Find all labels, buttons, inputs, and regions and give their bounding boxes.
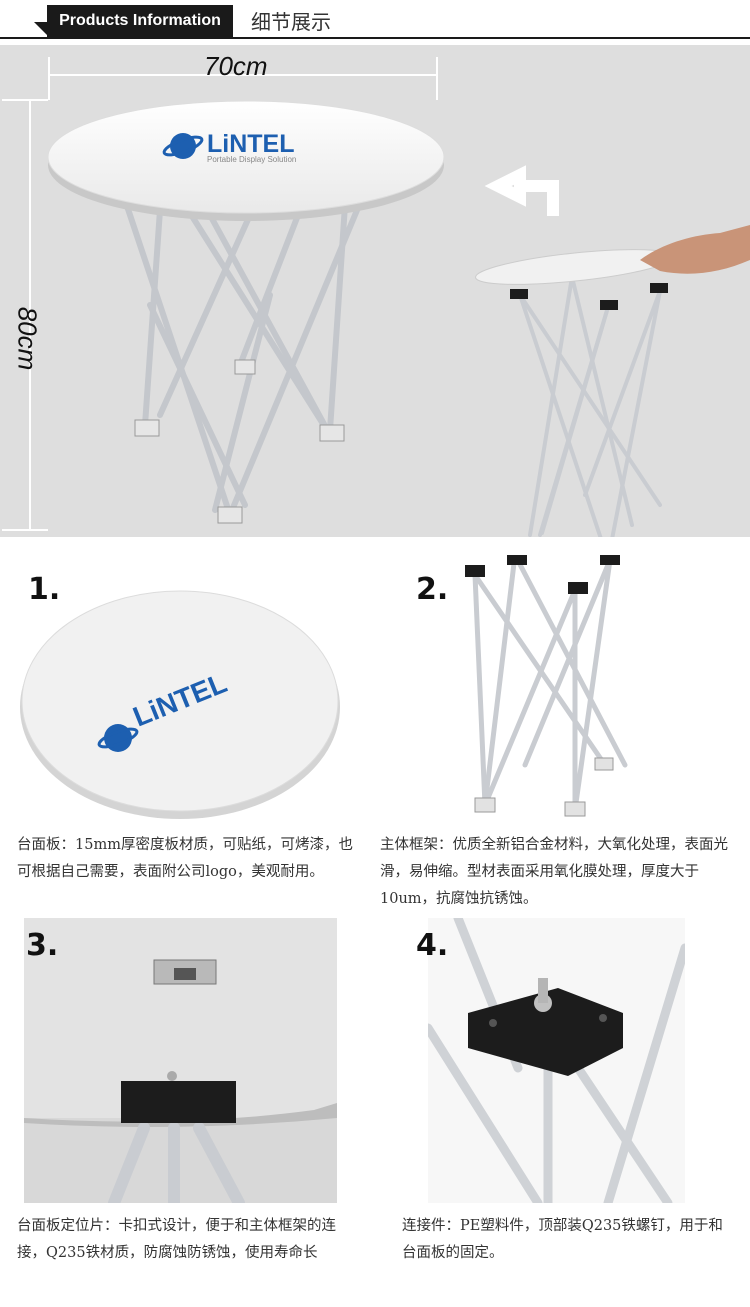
feature-number: 1. — [28, 572, 61, 607]
hands-illustration — [640, 225, 750, 274]
positioning-plate-photo — [24, 918, 337, 1203]
feature-number: 3. — [26, 928, 59, 963]
connector-photo — [428, 918, 685, 1203]
width-dimension-label: 70cm — [204, 51, 268, 81]
feature-description: 台面板：15mm厚密度板材质，可贴纸，可烤漆，也可根据自己需要，表面附公司log… — [17, 837, 353, 880]
frame-connector-caps — [465, 555, 620, 594]
metal-plate-icon — [153, 959, 217, 985]
hero-brand-tagline: Portable Display Solution — [207, 155, 296, 164]
header-tab-label: Products Information — [59, 12, 221, 29]
header-subtitle: 细节展示 — [251, 10, 331, 34]
height-dimension-label: 80cm — [12, 306, 43, 371]
feature-description: 主体框架：优质全新铝合金材料，大氧化处理，表面光滑，易伸缩。型材表面采用氧化膜处… — [380, 837, 728, 907]
pe-connector-block — [468, 978, 623, 1076]
feature-positioning-plate: 3. 台面板定位片：卡扣式设计，便于和主体框架的连接，Q235铁材质，防腐蚀防锈… — [0, 918, 375, 1307]
hero-illustration: LiNTEL Portable Display Solution — [2, 57, 750, 537]
hero-brand-name: LiNTEL — [207, 130, 295, 158]
table-frame — [122, 197, 363, 518]
table-feet — [134, 359, 345, 524]
table-top-photo: LiNTEL — [10, 575, 355, 820]
width-dimension-line — [48, 57, 438, 100]
small-frame-connectors — [510, 283, 668, 310]
folding-frame-small — [518, 275, 662, 537]
connector-block — [121, 1081, 236, 1123]
feature-description: 连接件：PE塑料件，顶部装Q235铁螺钉，用于和台面板的固定。 — [402, 1218, 723, 1261]
feature-main-frame: 2. 主体框架：优质全新铝合金材料，大氧化处理，表面光滑，易伸缩。型材表面采用氧… — [375, 555, 750, 915]
lintel-logo — [162, 133, 204, 159]
header-tab-notch — [34, 22, 47, 35]
feature-connector: 4. 连接件：PE塑料件，顶部装Q235铁螺钉，用于和台面板的固定。 — [375, 918, 750, 1307]
header-tab: Products Information — [47, 5, 233, 37]
feature-number: 2. — [416, 572, 449, 607]
feature-description: 台面板定位片：卡扣式设计，便于和主体框架的连接，Q235铁材质，防腐蚀防锈蚀，使… — [17, 1218, 336, 1261]
header-underline — [0, 37, 750, 39]
feature-table-top: LiNTEL 1. 台面板：15mm厚密度板材质，可贴纸，可烤漆，也可根据自己需… — [0, 555, 375, 915]
main-frame-photo — [455, 555, 655, 820]
height-dimension-line — [2, 99, 48, 531]
hero-product-photo: LiNTEL Portable Display Solution 70cm 80… — [0, 45, 750, 537]
return-arrow-icon — [484, 165, 559, 216]
section-header: Products Information 细节展示 — [0, 0, 750, 42]
feature-number: 4. — [416, 928, 449, 963]
